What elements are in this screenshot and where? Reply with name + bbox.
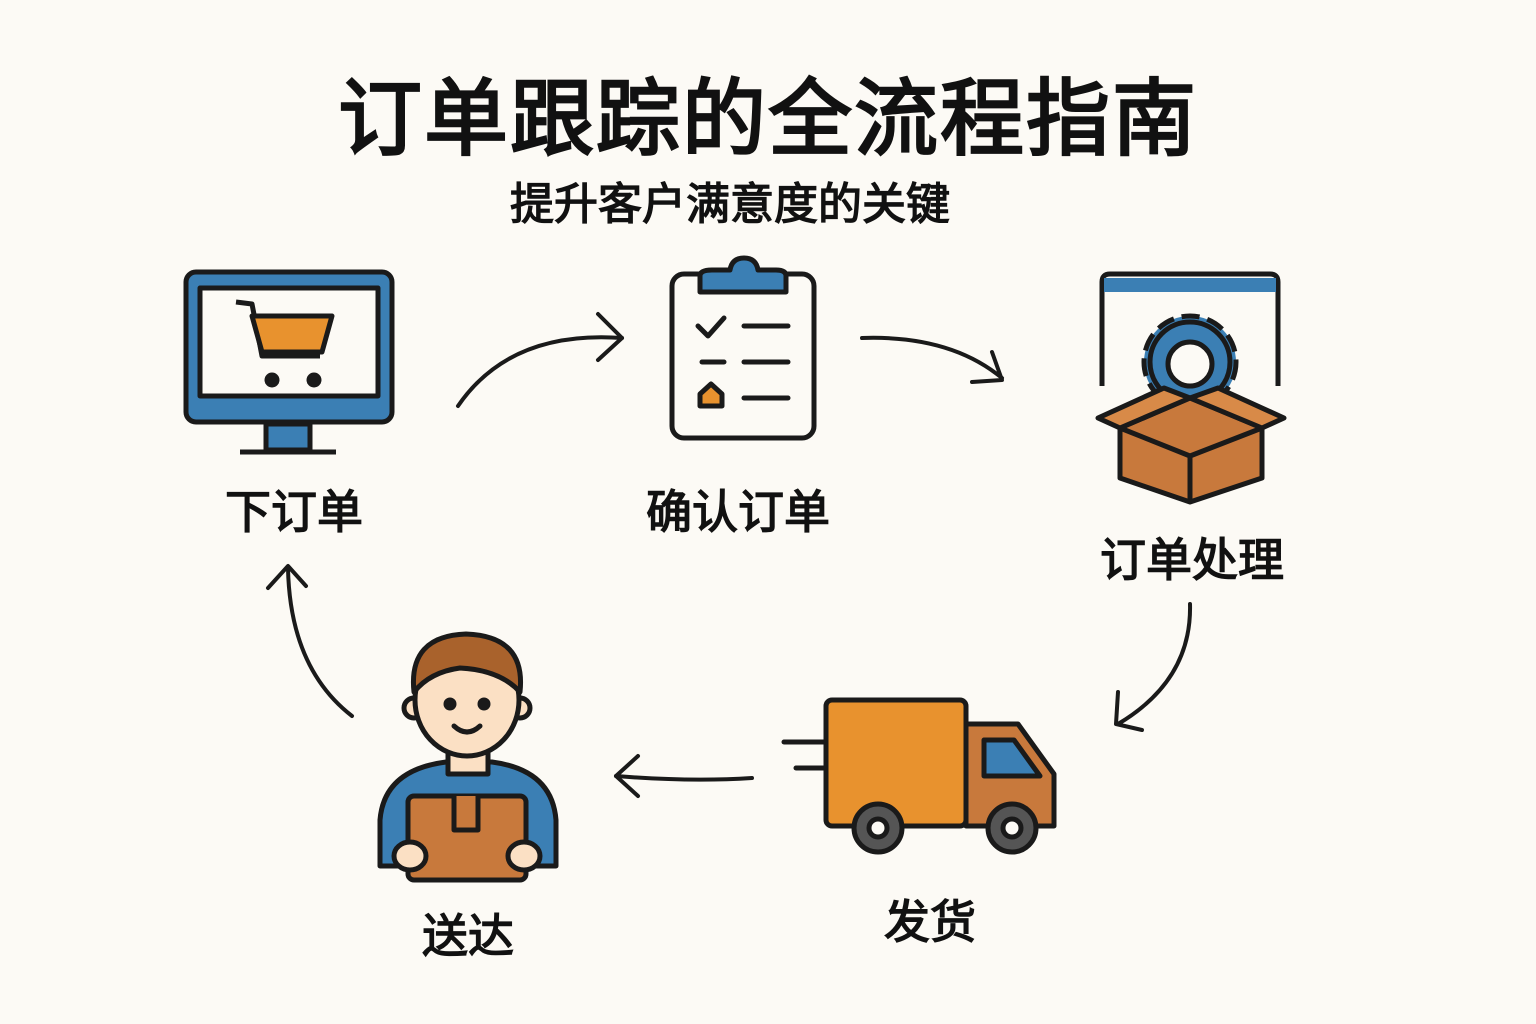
gear-box-icon (1095, 271, 1287, 505)
arrow-step4-to-step5 (614, 754, 754, 798)
delivery-truck-icon (781, 697, 1057, 855)
gear-icon (1141, 313, 1239, 411)
arrow-step1-to-step2 (456, 312, 624, 408)
person-with-package-icon (377, 631, 559, 883)
step-label-ship: 发货 (884, 895, 976, 949)
page-title: 订单跟踪的全流程指南 (337, 70, 1198, 168)
step-label-confirm-order: 确认订单 (646, 485, 830, 539)
step-label-process-order: 订单处理 (1100, 533, 1284, 587)
step-label-delivered: 送达 (422, 909, 514, 963)
box-icon (1095, 385, 1287, 505)
page-subtitle: 提升客户满意度的关键 (510, 179, 950, 230)
arrow-step3-to-step4 (1114, 602, 1193, 732)
arrow-step5-to-step1 (266, 564, 354, 718)
step-label-place-order: 下订单 (225, 485, 363, 539)
monitor-cart-icon (183, 269, 395, 455)
clipboard-checklist-icon (669, 255, 817, 441)
arrow-step2-to-step3 (860, 335, 1004, 384)
